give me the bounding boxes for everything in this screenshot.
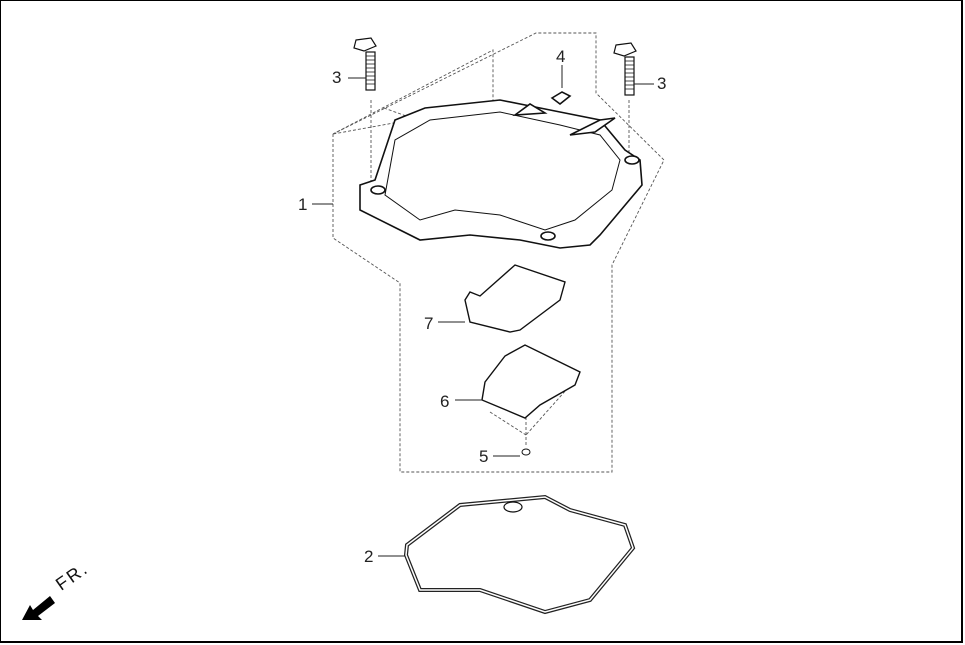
callout-6: 6	[440, 392, 450, 411]
callout-3-left: 3	[332, 68, 342, 87]
bolt-left	[353, 37, 377, 91]
callout-1: 1	[298, 195, 308, 214]
bolt-right	[613, 42, 637, 96]
callout-7: 7	[424, 314, 434, 333]
arrow-down-left-icon	[22, 596, 55, 620]
callout-4: 4	[556, 47, 566, 66]
callout-2: 2	[364, 547, 374, 566]
breather-plate	[481, 344, 581, 419]
cylinder-head-cover	[359, 91, 643, 249]
callout-5: 5	[479, 447, 489, 466]
breather-gasket	[464, 264, 566, 333]
callout-3-right: 3	[657, 74, 667, 93]
cover-gasket	[403, 494, 636, 615]
